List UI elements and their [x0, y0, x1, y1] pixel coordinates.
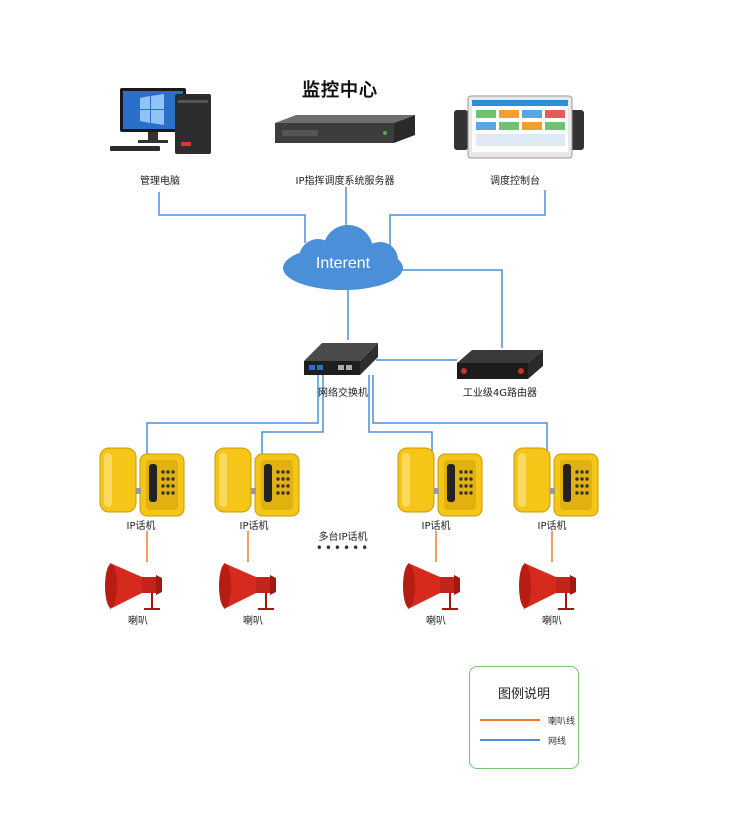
phone-label-3: IP话机 — [421, 521, 451, 532]
speaker-label-4: 喇叭 — [542, 616, 562, 627]
network-lines — [146, 187, 548, 455]
horn-speaker-icon — [219, 563, 276, 610]
phones-group — [99, 447, 599, 517]
switch-label: 网络交换机 — [318, 388, 368, 399]
legend-speaker-wire-swatch — [480, 719, 540, 721]
phone-label-4: IP话机 — [537, 521, 567, 532]
management-pc-icon — [110, 88, 211, 154]
ip-phone-icon — [513, 447, 599, 517]
speaker-label-2: 喇叭 — [243, 616, 263, 627]
console-to-cloud-line — [389, 190, 546, 248]
switch-to-phone3-line — [368, 375, 433, 455]
switch-to-phone2-line — [261, 375, 324, 455]
page-title: 监控中心 — [302, 80, 378, 101]
pc-to-cloud-line — [158, 192, 306, 243]
legend-speaker-wire-label: 喇叭线 — [548, 717, 576, 727]
phone-label-2: IP话机 — [239, 521, 269, 532]
router-label: 工业级4G路由器 — [462, 388, 538, 399]
speakers-group — [105, 563, 576, 610]
legend-network-cable-label: 网线 — [548, 737, 567, 747]
legend-network-cable-swatch — [480, 739, 540, 741]
switch-to-phone4-line — [372, 375, 548, 455]
ip-phone-icon — [397, 447, 483, 517]
cloud-to-router-line — [398, 269, 503, 348]
speaker-wires — [146, 531, 553, 562]
phone-label-1: IP话机 — [126, 521, 156, 532]
pc-label: 管理电脑 — [140, 176, 180, 187]
router-icon — [457, 350, 543, 379]
internet-cloud-icon — [283, 225, 403, 290]
server-label: IP指挥调度系统服务器 — [295, 176, 395, 187]
horn-speaker-icon — [519, 563, 576, 610]
ip-phone-icon — [99, 447, 185, 517]
switch-to-phone1-line — [146, 375, 319, 455]
speaker-label-1: 喇叭 — [128, 616, 148, 627]
horn-speaker-icon — [403, 563, 460, 610]
dispatch-console-icon — [454, 95, 584, 159]
network-switch-icon — [304, 343, 378, 375]
multi-phone-dots: •••••• — [315, 541, 371, 555]
cloud-label: Interent — [315, 255, 371, 272]
legend-title: 图例说明 — [497, 687, 550, 702]
ip-phone-icon — [214, 447, 300, 517]
speaker-label-3: 喇叭 — [426, 616, 446, 627]
server-icon — [275, 115, 415, 143]
console-label: 调度控制台 — [490, 176, 540, 187]
horn-speaker-icon — [105, 563, 162, 610]
legend-box: 图例说明 喇叭线 网线 — [469, 666, 579, 769]
multi-phone-label: 多台IP话机 — [318, 532, 368, 543]
